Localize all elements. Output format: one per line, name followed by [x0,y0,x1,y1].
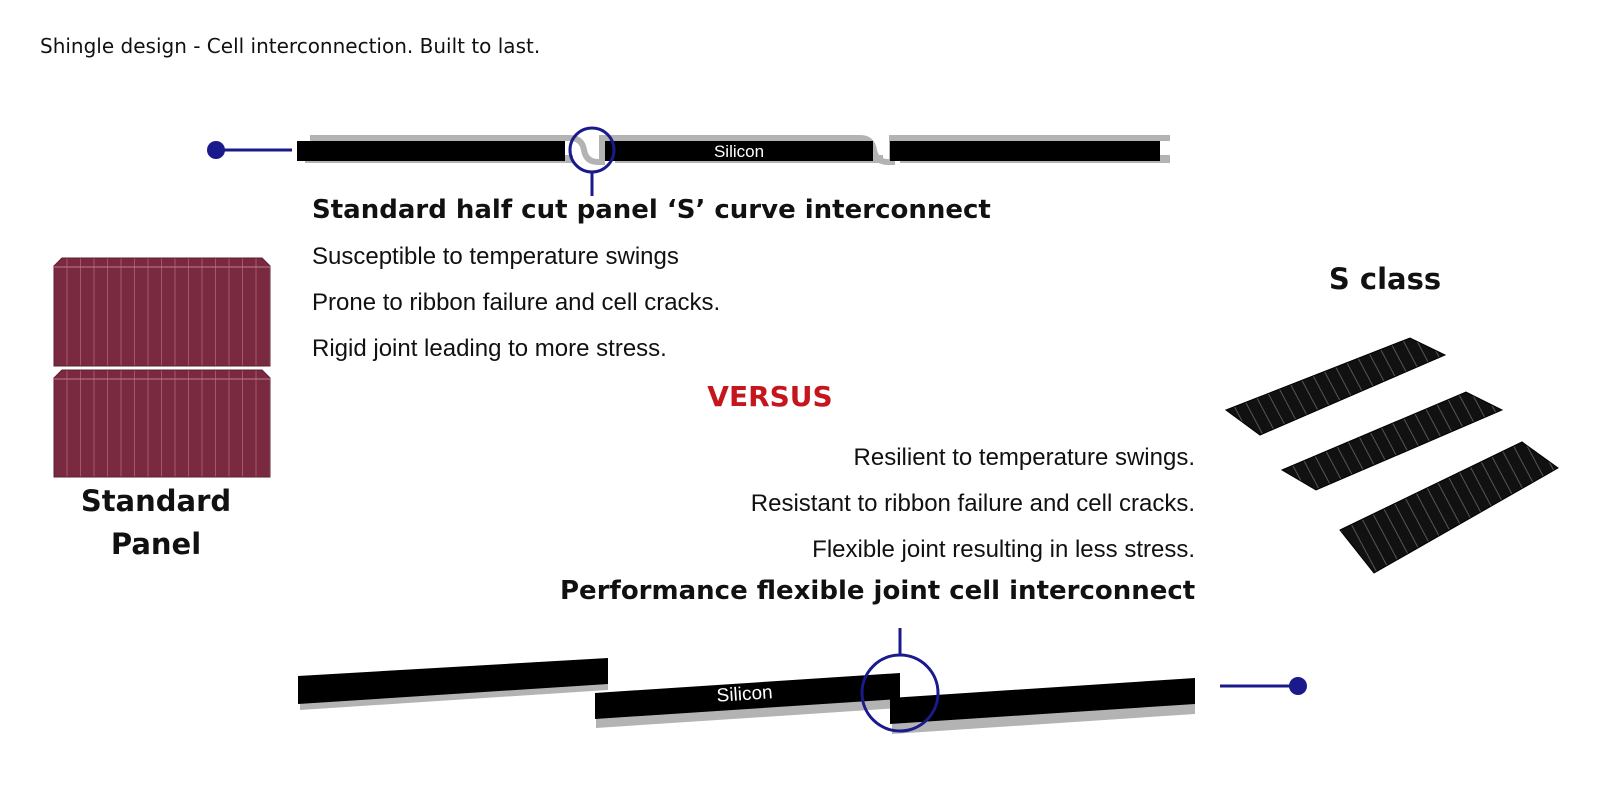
top-cell-2 [605,141,873,161]
bottom-connector-dot [1289,677,1307,695]
standard-point-3: Rigid joint leading to more stress. [312,335,667,362]
standard-cell-top [53,257,271,367]
standard-panel-label: Standard Panel [80,484,232,561]
standard-heading: Standard half cut panel ‘S’ curve interc… [312,195,991,225]
bottom-silicon-label: Silicon [716,682,773,707]
standard-point-2: Prone to ribbon failure and cell cracks. [312,289,721,316]
standard-point-1: Susceptible to temperature swings [312,243,679,270]
performance-point-1: Resilient to temperature swings. [853,444,1195,471]
performance-heading: Performance flexible joint cell intercon… [560,576,1196,606]
bottom-joint-highlight [860,653,940,733]
s-class-label: S class [1328,262,1442,296]
top-connector-dot [207,141,225,159]
bottom-cell-3 [890,678,1195,724]
top-cell-1 [297,141,565,161]
slide-title: Shingle design - Cell interconnection. B… [40,34,541,58]
standard-cell-bottom [53,369,271,478]
top-silicon-label: Silicon [714,142,764,161]
top-cell-3 [890,141,1160,161]
versus-label: VERSUS [707,380,833,413]
bottom-cell-2 [595,673,900,719]
s-class-strip-1 [1224,337,1447,436]
performance-point-3: Flexible joint resulting in less stress. [812,536,1195,563]
s-class-strip-2 [1280,391,1504,491]
s-class-strip-3 [1339,441,1559,574]
bottom-cell-1 [298,658,608,704]
performance-point-2: Resistant to ribbon failure and cell cra… [750,490,1195,517]
